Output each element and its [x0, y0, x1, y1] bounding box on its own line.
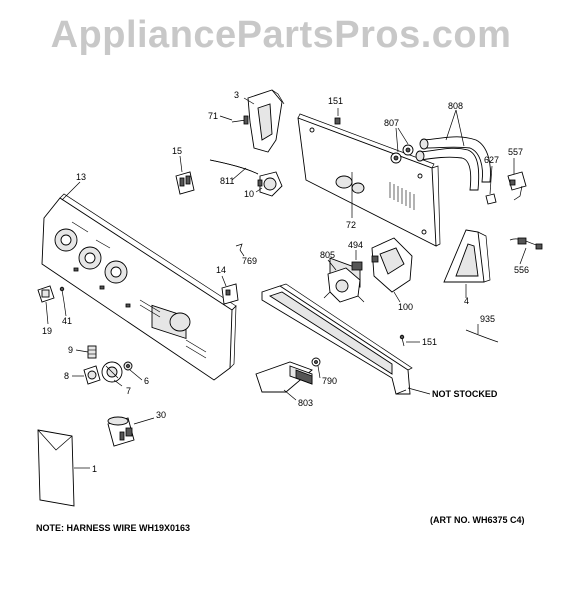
label-807: 807	[384, 118, 399, 128]
clip-769-part[interactable]	[235, 243, 243, 251]
capacitor-30-part[interactable]	[107, 416, 135, 447]
washers-807-part[interactable]	[390, 144, 414, 164]
screw-71-part[interactable]	[231, 115, 249, 125]
fill-hoses-part[interactable]	[415, 136, 491, 191]
valve-805-part[interactable]	[323, 267, 365, 303]
label-13: 13	[76, 172, 86, 182]
label-9: 9	[68, 345, 73, 355]
switch-15-part[interactable]	[175, 171, 195, 195]
label-1: 1	[92, 464, 97, 474]
label-935: 935	[480, 314, 495, 324]
label-19: 19	[42, 326, 52, 336]
manual-1-part[interactable]	[37, 429, 75, 507]
label-627: 627	[484, 155, 499, 165]
part-557[interactable]	[507, 171, 527, 201]
leader-lines	[45, 97, 527, 469]
label-769: 769	[242, 256, 257, 266]
part-790[interactable]	[311, 357, 321, 367]
harness-note: NOTE: HARNESS WIRE WH19X0163	[36, 523, 190, 533]
label-557: 557	[508, 147, 523, 157]
label-72: 72	[346, 220, 356, 230]
label-805: 805	[320, 250, 335, 260]
label-790: 790	[322, 376, 337, 386]
label-151-top: 151	[328, 96, 343, 106]
part-494[interactable]	[351, 261, 363, 271]
left-endcap-part[interactable]	[247, 89, 285, 153]
label-41: 41	[62, 316, 72, 326]
label-8: 8	[64, 371, 69, 381]
label-7: 7	[126, 386, 131, 396]
label-14: 14	[216, 265, 226, 275]
part-556[interactable]	[509, 237, 543, 250]
backsplash-panel-part[interactable]	[297, 113, 441, 288]
part-627[interactable]	[485, 193, 497, 205]
label-151-bottom: 151	[422, 337, 437, 347]
console-base-part[interactable]	[261, 283, 413, 395]
screw-151-bottom-part[interactable]	[399, 334, 405, 347]
label-71: 71	[208, 111, 218, 121]
label-803: 803	[298, 398, 313, 408]
label-808: 808	[448, 101, 463, 111]
label-15: 15	[172, 146, 182, 156]
label-30: 30	[156, 410, 166, 420]
label-3: 3	[234, 90, 239, 100]
right-endcap-part[interactable]	[443, 229, 491, 283]
label-100: 100	[398, 302, 413, 312]
label-556: 556	[514, 265, 529, 275]
wire-935-part[interactable]	[465, 329, 499, 343]
label-811: 811	[220, 176, 234, 186]
part-9[interactable]	[87, 345, 97, 359]
part-100[interactable]	[371, 237, 413, 293]
knob-19-part[interactable]	[37, 285, 55, 303]
control-panel-part[interactable]	[41, 193, 237, 381]
part-6[interactable]	[123, 361, 133, 371]
label-6: 6	[144, 376, 149, 386]
dispenser-803-part[interactable]	[255, 361, 313, 393]
part-811[interactable]	[209, 159, 259, 175]
art-number-note: (ART NO. WH6375 C4)	[430, 515, 525, 525]
screw-151-top-part[interactable]	[334, 117, 341, 125]
not-stocked-note: NOT STOCKED	[432, 389, 498, 399]
label-4: 4	[464, 296, 469, 306]
part-14[interactable]	[221, 283, 239, 305]
label-494: 494	[348, 240, 363, 250]
part-labels: 3 71 151 807 808 15 811 10 627 557 13 72…	[36, 90, 529, 533]
label-10: 10	[244, 189, 254, 199]
watermark: AppliancePartsPros.com	[50, 14, 512, 56]
knob-8-part[interactable]	[83, 365, 101, 385]
dial-7-part[interactable]	[101, 361, 123, 383]
part-41[interactable]	[59, 286, 65, 303]
pressure-switch-10-part[interactable]	[257, 171, 283, 197]
